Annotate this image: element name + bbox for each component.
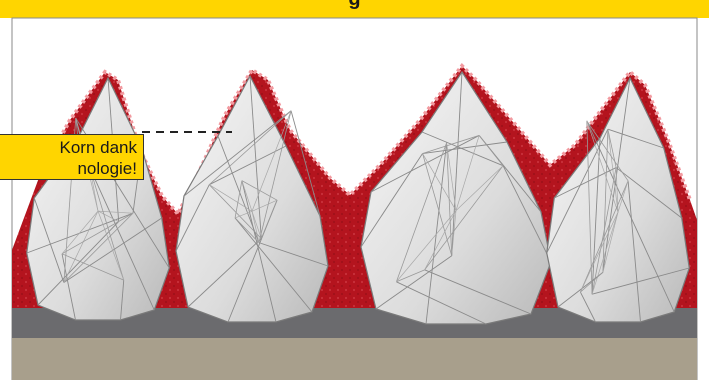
- callout-line-1: Korn dank: [0, 137, 137, 158]
- callout-line-2: nologie!: [0, 158, 137, 179]
- banner-title: g: [0, 0, 709, 11]
- base-layer: [12, 338, 697, 380]
- callout-box: Korn dank nologie!: [0, 134, 144, 180]
